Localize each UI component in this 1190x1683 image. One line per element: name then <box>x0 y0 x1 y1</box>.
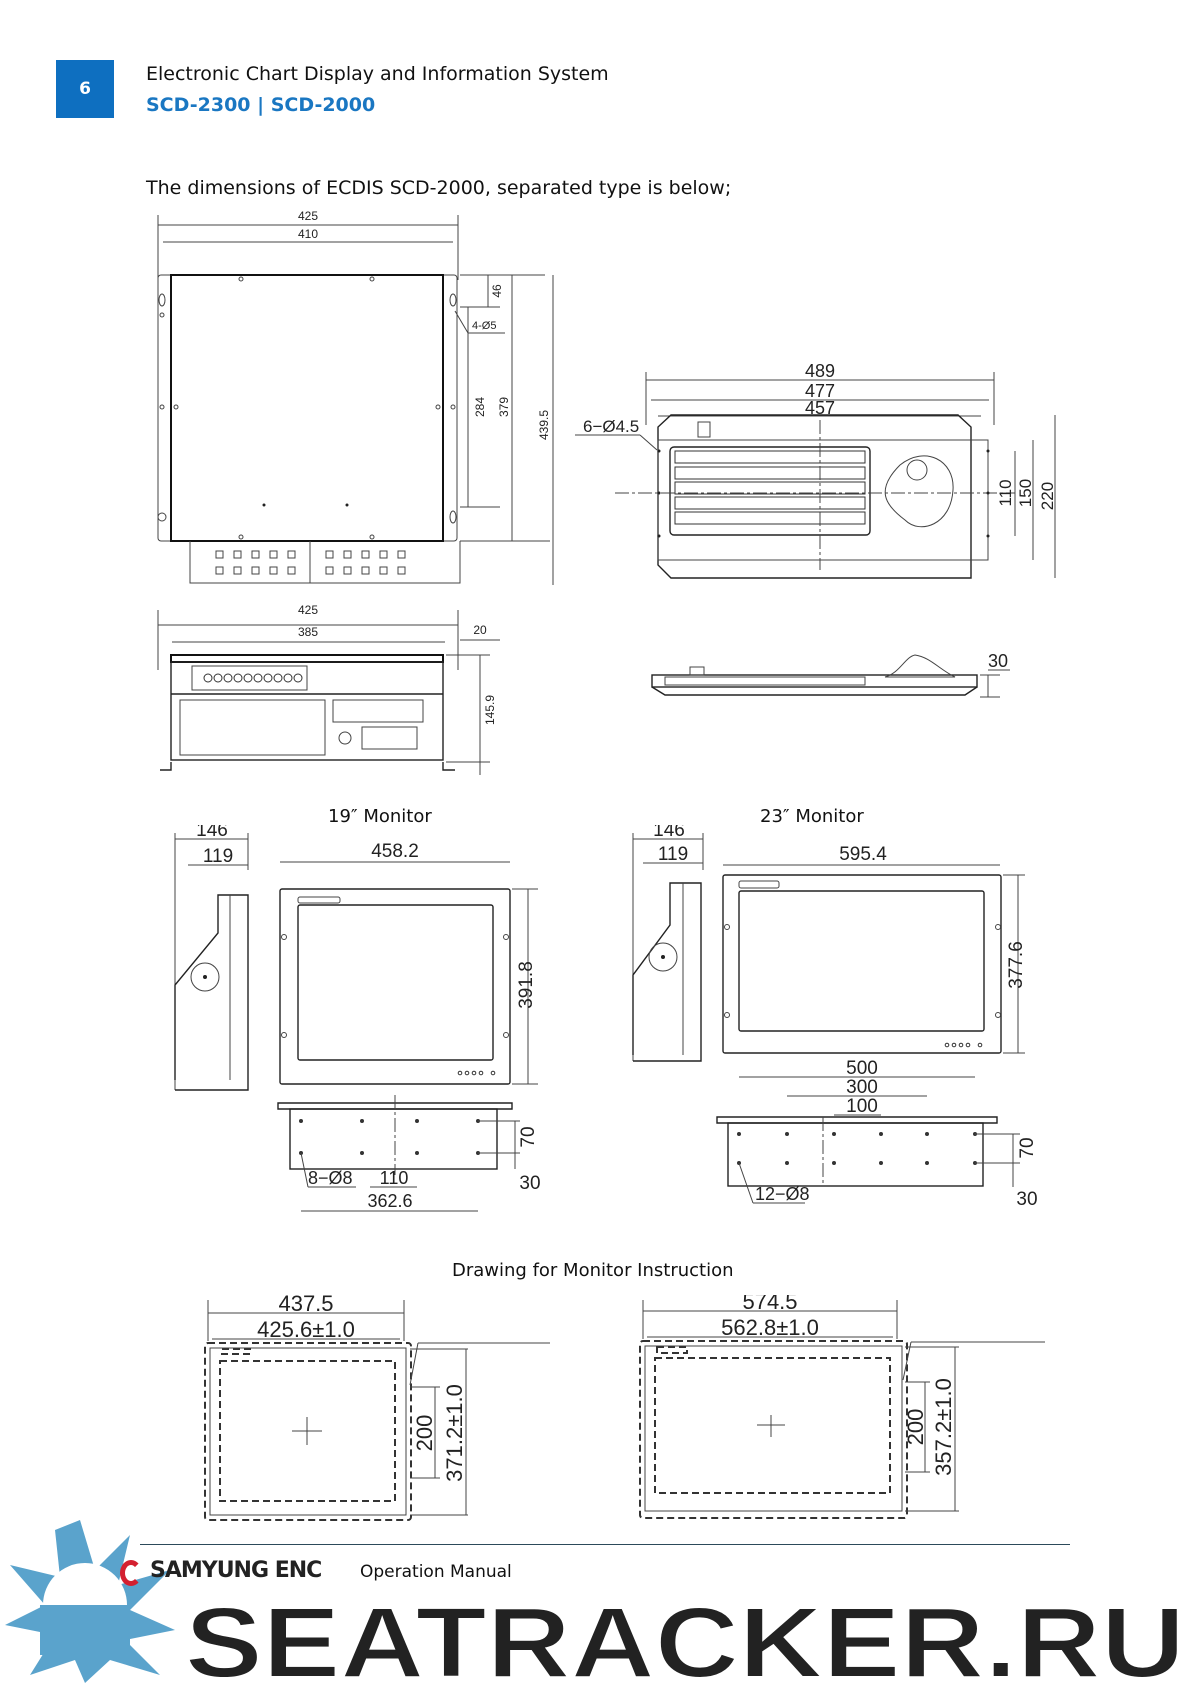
model-subtitle: SCD-2300 | SCD-2000 <box>146 94 376 116</box>
holes-12-d8: 12−Ø8 <box>755 1184 810 1204</box>
footer-divider <box>140 1544 1070 1545</box>
monitor-19-caption: 19″ Monitor <box>328 806 432 827</box>
dim-391-8: 391.8 <box>516 961 537 1009</box>
watermark: SEATRACKER.RU <box>5 1520 1186 1683</box>
dim-489: 489 <box>805 361 835 381</box>
dim-458-2: 458.2 <box>371 841 419 862</box>
dim-30-23: 30 <box>1016 1189 1037 1210</box>
monitor-19-drawing: 146 119 458.2 391.8 70 30 8−Ø8 110 362.6 <box>174 825 541 1212</box>
dim-439-5: 439.5 <box>537 410 551 440</box>
dim-30-keyboard: 30 <box>988 651 1008 671</box>
dim-119-19: 119 <box>203 846 233 867</box>
dim-362-6: 362.6 <box>367 1191 412 1211</box>
cut23-pitch: 200 <box>903 1409 928 1446</box>
watermark-text: SEATRACKER.RU <box>185 1587 1185 1683</box>
dim-146-19: 146 <box>196 825 228 841</box>
dim-20: 20 <box>473 623 487 637</box>
cut19-pitch: 200 <box>412 1415 437 1452</box>
dim-379: 379 <box>497 397 511 417</box>
dim-477: 477 <box>805 381 835 401</box>
dim-500: 500 <box>846 1058 878 1079</box>
page-number-badge: 6 <box>56 60 114 118</box>
dim-300: 300 <box>846 1077 878 1098</box>
dim-457: 457 <box>805 398 835 418</box>
dim-46: 46 <box>490 284 504 298</box>
monitor-23-caption: 23″ Monitor <box>760 806 864 827</box>
dim-119-23: 119 <box>658 844 688 865</box>
cut19-cut: 425.6±1.0 <box>257 1317 355 1342</box>
cut23-outer: 574.5 <box>742 1295 797 1314</box>
holes-6-d4-5: 6−Ø4.5 <box>583 417 639 436</box>
dim-410: 410 <box>298 227 318 241</box>
dim-110: 110 <box>996 479 1015 506</box>
keyboard-top-drawing: 489 477 457 6−Ø4.5 110 150 220 <box>575 361 1057 579</box>
dim-595-4: 595.4 <box>839 844 887 865</box>
monitor-23-drawing: 146 119 595.4 377.6 500 300 100 70 30 12… <box>632 825 1038 1210</box>
dim-110-19: 110 <box>380 1168 409 1188</box>
cut23-height: 357.2±1.0 <box>931 1378 956 1476</box>
dim-377-6: 377.6 <box>1006 941 1027 989</box>
cutout-19-drawing: 437.5 425.6±1.0 200 371.2±1.0 <box>204 1295 550 1521</box>
dim-385: 385 <box>298 625 318 639</box>
processor-rear-drawing: 425 385 20 145.9 <box>157 603 500 775</box>
dim-70-23: 70 <box>1017 1137 1038 1158</box>
dim-284: 284 <box>473 397 487 417</box>
holes-4-d5: 4-Ø5 <box>472 320 496 332</box>
dim-30-19: 30 <box>519 1173 540 1194</box>
cutout-caption: Drawing for Monitor Instruction <box>452 1260 734 1281</box>
dim-425: 425 <box>298 209 318 223</box>
dim-70-19: 70 <box>518 1126 539 1147</box>
dim-100: 100 <box>846 1096 878 1117</box>
keyboard-side-drawing: 30 <box>651 651 1010 698</box>
document-title: Electronic Chart Display and Information… <box>146 63 609 85</box>
dim-425-rear: 425 <box>298 603 318 617</box>
dim-145-9: 145.9 <box>483 695 497 725</box>
dim-220: 220 <box>1038 482 1057 510</box>
dim-150: 150 <box>1016 479 1035 507</box>
cut23-cut: 562.8±1.0 <box>721 1315 819 1340</box>
cutout-23-drawing: 574.5 562.8±1.0 200 357.2±1.0 <box>639 1295 1045 1519</box>
intro-text: The dimensions of ECDIS SCD-2000, separa… <box>146 177 732 199</box>
cut19-outer: 437.5 <box>278 1295 333 1316</box>
processor-front-drawing: 425 410 46 284 379 439.5 4-Ø5 <box>157 209 554 585</box>
holes-8-d8: 8−Ø8 <box>308 1168 353 1188</box>
dim-146-23: 146 <box>653 825 685 841</box>
cut19-height: 371.2±1.0 <box>442 1384 467 1482</box>
samyung-logo-icon <box>120 1560 142 1586</box>
footer-brand: SAMYUNG ENC <box>150 1558 322 1583</box>
footer-doc-type: Operation Manual <box>360 1562 512 1582</box>
